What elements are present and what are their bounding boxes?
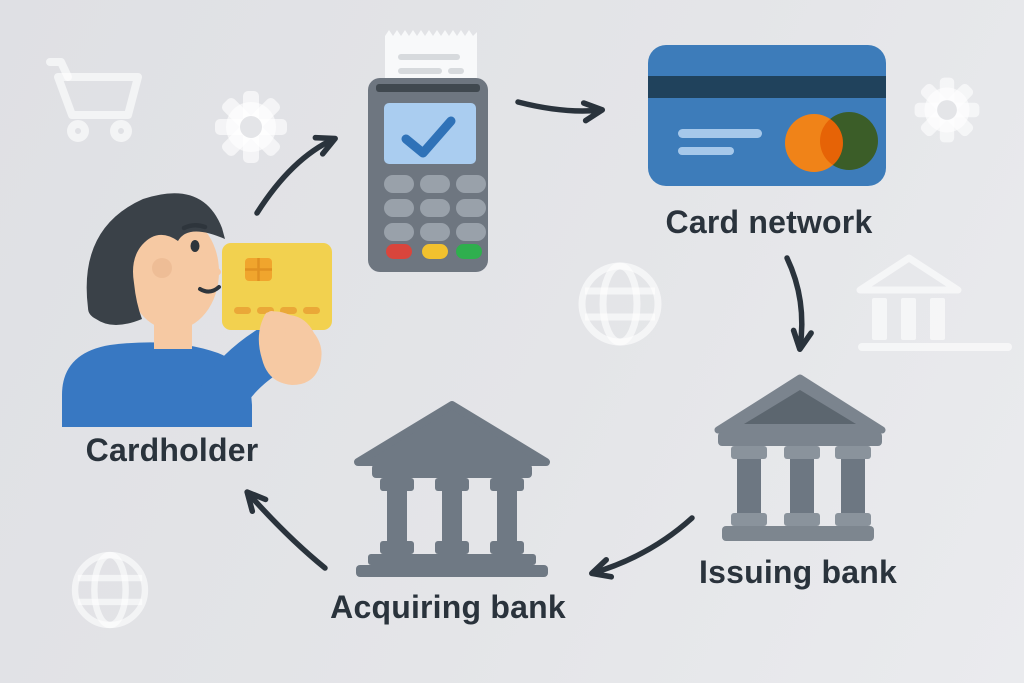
bank-icon: [354, 401, 550, 577]
shopping-cart-icon: [46, 58, 142, 142]
acquiring-bank-label: Acquiring bank: [330, 589, 566, 625]
issuing-bank-label: Issuing bank: [699, 554, 897, 590]
edge-terminal-card-network: [515, 99, 606, 124]
terminal-keypad: [384, 175, 486, 241]
edge-issuing-bank-acquiring-bank: [589, 515, 695, 580]
cardholder-label: Cardholder: [85, 432, 259, 468]
edge-cardholder-terminal: [254, 134, 338, 216]
globe-icon: [578, 262, 662, 346]
person-holding-card-icon: [62, 193, 332, 427]
enter-key: [456, 244, 482, 259]
receipt-icon: [385, 30, 477, 92]
bank-icon: [714, 374, 886, 541]
gear-icon: [914, 77, 980, 143]
gear-icon: [215, 91, 287, 163]
card-network-label: Card network: [665, 204, 873, 240]
cardholder-card-icon: [222, 243, 332, 330]
edge-card-network-issuing-bank: [784, 255, 814, 353]
clear-key: [422, 244, 448, 259]
bank-watermark-icon: [856, 254, 1012, 351]
credit-card-icon: [648, 45, 886, 186]
edge-acquiring-bank-cardholder: [244, 489, 328, 571]
cancel-key: [386, 244, 412, 259]
checkmark-icon: [401, 116, 456, 158]
pos-terminal-icon: [368, 30, 488, 272]
